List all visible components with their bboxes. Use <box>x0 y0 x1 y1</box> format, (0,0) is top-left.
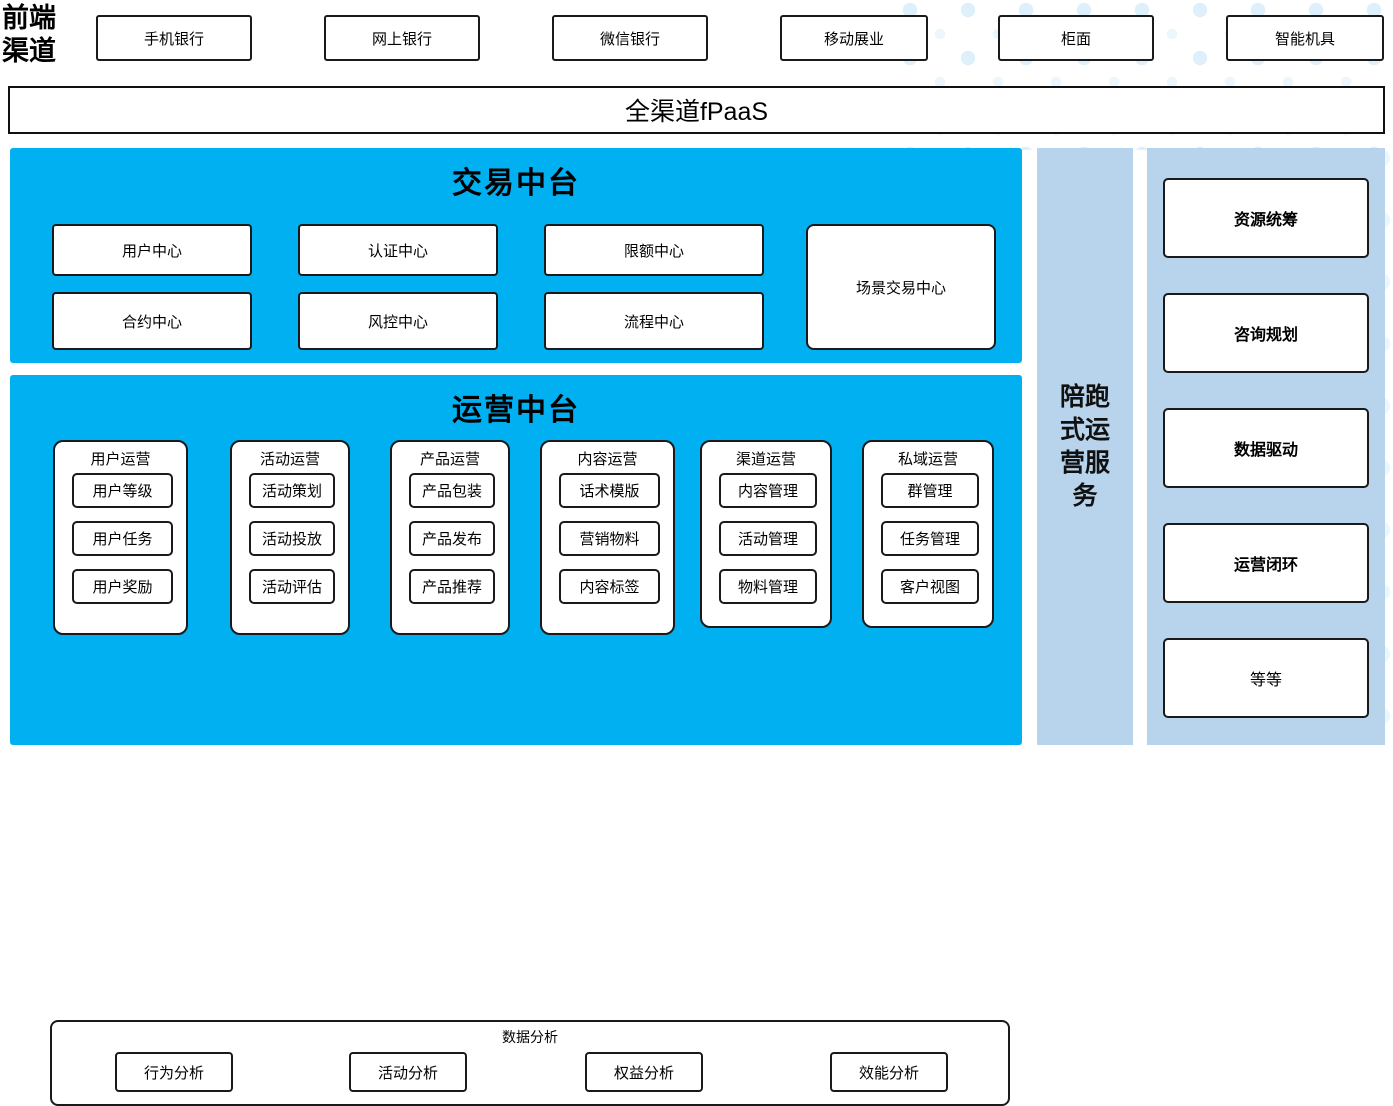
capability-panel: 资源统筹咨询规划数据驱动运营闭环等等 <box>1147 148 1385 745</box>
trade-center-panel: 交易中台 用户中心认证中心限额中心合约中心风控中心流程中心场景交易中心 <box>10 148 1022 363</box>
capability-item-5[interactable]: 等等 <box>1163 638 1369 718</box>
operation-center-title: 运营中台 <box>452 394 580 427</box>
operation-column-2: 活动运营活动策划活动投放活动评估 <box>230 440 350 635</box>
data-analysis-item-4[interactable]: 效能分析 <box>830 1052 948 1092</box>
accompanying-service-column: 陪跑式运营服务 <box>1037 148 1133 745</box>
operation-item-5-2[interactable]: 活动管理 <box>719 521 817 556</box>
trade-center-title: 交易中台 <box>452 167 580 200</box>
trade-center-tile-6[interactable]: 流程中心 <box>544 292 764 350</box>
operation-column-title-3: 产品运营 <box>419 451 480 468</box>
operation-column-title-2: 活动运营 <box>259 451 320 468</box>
capability-item-4[interactable]: 运营闭环 <box>1163 523 1369 603</box>
data-analysis-item-2[interactable]: 活动分析 <box>349 1052 467 1092</box>
frontend-channel-label-line2: 渠道 <box>2 36 56 66</box>
trade-center-tile-1[interactable]: 用户中心 <box>52 224 252 276</box>
operation-column-6: 私域运营群管理任务管理客户视图 <box>862 440 994 628</box>
operation-item-3-2[interactable]: 产品发布 <box>409 521 495 556</box>
trade-center-tile-3[interactable]: 限额中心 <box>544 224 764 276</box>
channel-box-5[interactable]: 柜面 <box>998 15 1154 61</box>
frontend-channel-label: 前端 渠道 <box>2 2 90 70</box>
operation-column-3: 产品运营产品包装产品发布产品推荐 <box>390 440 510 635</box>
operation-item-4-1[interactable]: 话术模版 <box>559 473 660 508</box>
data-analysis-item-3[interactable]: 权益分析 <box>585 1052 703 1092</box>
channel-box-4[interactable]: 移动展业 <box>780 15 928 61</box>
operation-item-2-3[interactable]: 活动评估 <box>249 569 335 604</box>
operation-item-6-1[interactable]: 群管理 <box>881 473 979 508</box>
operation-item-1-3[interactable]: 用户奖励 <box>72 569 173 604</box>
trade-center-tile-4[interactable]: 合约中心 <box>52 292 252 350</box>
capability-item-3[interactable]: 数据驱动 <box>1163 408 1369 488</box>
operation-item-5-1[interactable]: 内容管理 <box>719 473 817 508</box>
operation-item-2-1[interactable]: 活动策划 <box>249 473 335 508</box>
omnichannel-fpaas-banner: 全渠道fPaaS <box>8 86 1385 134</box>
trade-center-tile-2[interactable]: 认证中心 <box>298 224 498 276</box>
data-analysis-item-1[interactable]: 行为分析 <box>115 1052 233 1092</box>
capability-item-1[interactable]: 资源统筹 <box>1163 178 1369 258</box>
operation-item-1-2[interactable]: 用户任务 <box>72 521 173 556</box>
operation-column-1: 用户运营用户等级用户任务用户奖励 <box>53 440 188 635</box>
operation-column-title-1: 用户运营 <box>90 451 151 468</box>
data-analysis-box: 数据分析 行为分析 活动分析 权益分析 效能分析 <box>50 1020 1010 1106</box>
operation-item-3-1[interactable]: 产品包装 <box>409 473 495 508</box>
operation-item-4-2[interactable]: 营销物料 <box>559 521 660 556</box>
frontend-channel-label-line1: 前端 <box>2 3 56 33</box>
operation-item-6-2[interactable]: 任务管理 <box>881 521 979 556</box>
capability-item-2[interactable]: 咨询规划 <box>1163 293 1369 373</box>
operation-column-5: 渠道运营内容管理活动管理物料管理 <box>700 440 832 628</box>
operation-item-3-3[interactable]: 产品推荐 <box>409 569 495 604</box>
channel-box-2[interactable]: 网上银行 <box>324 15 480 61</box>
operation-column-title-5: 渠道运营 <box>735 451 796 468</box>
operation-center-panel: 运营中台 用户运营用户等级用户任务用户奖励活动运营活动策划活动投放活动评估产品运… <box>10 375 1022 1106</box>
channel-box-6[interactable]: 智能机具 <box>1226 15 1384 61</box>
channel-box-3[interactable]: 微信银行 <box>552 15 708 61</box>
accompanying-service-label: 陪跑式运营服务 <box>1059 382 1110 510</box>
operation-item-6-3[interactable]: 客户视图 <box>881 569 979 604</box>
trade-center-tile-scene[interactable]: 场景交易中心 <box>806 224 996 350</box>
operation-column-title-4: 内容运营 <box>577 451 638 468</box>
trade-center-tile-5[interactable]: 风控中心 <box>298 292 498 350</box>
operation-item-1-1[interactable]: 用户等级 <box>72 473 173 508</box>
data-analysis-title: 数据分析 <box>502 1029 558 1045</box>
operation-item-4-3[interactable]: 内容标签 <box>559 569 660 604</box>
operation-column-title-6: 私域运营 <box>897 451 958 468</box>
operation-column-4: 内容运营话术模版营销物料内容标签 <box>540 440 675 635</box>
channel-box-1[interactable]: 手机银行 <box>96 15 252 61</box>
operation-item-5-3[interactable]: 物料管理 <box>719 569 817 604</box>
operation-item-2-2[interactable]: 活动投放 <box>249 521 335 556</box>
